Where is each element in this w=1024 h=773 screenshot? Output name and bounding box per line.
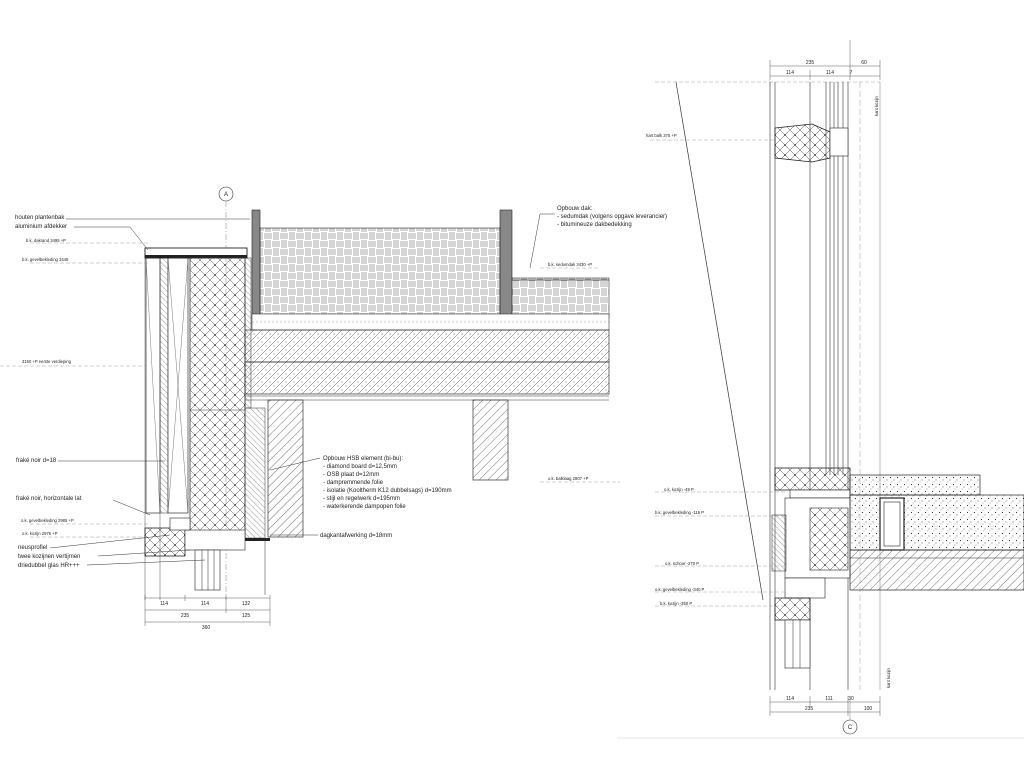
bubble-a-label: A	[224, 192, 228, 198]
label-frake-noir-lat: fraké noir, horizontale lat	[16, 496, 82, 502]
hsb-note-line: Opbouw HSB element (bi-bu):	[323, 456, 403, 462]
hsb-note-line: - dampremmende folie	[323, 480, 384, 486]
label-dagkant: dagkantafwerking d=18mm	[320, 533, 392, 539]
dim-top-235: 235	[806, 60, 815, 66]
left-detail: A	[0, 186, 667, 631]
label-glas: driedubbel glas HR+++	[18, 563, 80, 569]
dim-360: 360	[202, 625, 211, 631]
label-gevelbekleding-top: b.k. gevelbekleding 3445	[22, 257, 69, 262]
roof-note-line: - sedumdak (volgens opgave leverancier)	[557, 214, 667, 220]
dim-bottom-111: 111	[825, 696, 833, 702]
bubble-c-label: C	[848, 725, 853, 731]
hsb-note: Opbouw HSB element (bi-bu): - diamond bo…	[269, 456, 452, 510]
label-eerste-verdieping: 3150 +P eerste verdieping	[22, 359, 72, 364]
label-dakrand: b.k. dakrand 3495 +P	[26, 238, 66, 243]
label-gevelbekleding-bottom: o.k. gevelbekleding -340 P	[655, 587, 705, 592]
label-aluminium-afdekker: aluminium afdekker	[15, 224, 67, 230]
dim-top-7: 7	[850, 70, 853, 76]
label-kant-kozijn-top: kant kozijn	[874, 96, 879, 116]
roof-note: Opbouw dak: - sedumdak (volgens opgave l…	[557, 206, 667, 228]
hsb-note-line: - stijl en regelwerk d=195mm	[323, 496, 400, 502]
dim-235: 235	[181, 613, 190, 619]
upper-frame-profile	[774, 123, 849, 163]
label-kozijnen: twee kozijnen vertijmen	[18, 554, 80, 560]
label-kozijn: o.k. kozijn 2975 +P	[22, 531, 58, 536]
dim-114-b: 114	[201, 601, 209, 607]
label-houten-plantenbak: houten plantenbak	[15, 215, 65, 221]
label-hart-balk: hart balk 375 +P	[646, 133, 677, 138]
dim-top-114-b: 114	[826, 70, 834, 76]
label-frake-noir: fraké noir d=18	[16, 458, 57, 464]
right-bottom-dimensions	[769, 696, 881, 716]
label-kozijn-bottom: b.k. kozijn -350 P	[660, 601, 692, 606]
hsb-note-line: - waterkerende dampopen folie	[323, 504, 406, 510]
dim-bottom-100: 100	[864, 706, 873, 712]
right-detail: 235 60 114 114 7	[617, 40, 1024, 739]
label-gevelbekleding-bottom: o.k. gevelbekleding 2985 +P	[21, 518, 74, 523]
lower-frame-profile	[771, 467, 851, 669]
roof-build-up	[244, 313, 610, 401]
dim-top-60: 60	[861, 60, 867, 66]
sloped-edge	[675, 81, 764, 601]
dim-bottom-30: 30	[848, 696, 854, 702]
dim-top-114-a: 114	[786, 70, 794, 76]
hsb-note-line: - isolatie (Kooltherm K12 dubbelsags) d=…	[323, 488, 452, 494]
beam-2	[472, 399, 509, 481]
dim-125: 125	[242, 613, 251, 619]
roof-note-line: - bitumineuze dakbedekking	[557, 222, 632, 228]
aluminium-cap	[145, 255, 247, 258]
window-frame	[144, 517, 270, 595]
dim-114-a: 114	[160, 601, 168, 607]
label-schoor: o.k. schoor -270 P	[665, 561, 699, 566]
dim-bottom-235: 235	[805, 706, 814, 712]
beam-1	[267, 399, 304, 538]
label-neusprofiel: neusprofiel	[18, 545, 47, 551]
label-balklaag: o.k. balklaag 2807 +P	[548, 476, 589, 481]
label-sedumdak-level: b.k. sedumdak 3430 +P	[548, 262, 592, 267]
dim-132: 132	[242, 601, 251, 607]
left-dimensions	[144, 595, 271, 626]
label-kant-kozijn-bottom: kant kozijn	[886, 668, 891, 688]
hsb-note-line: - OSB plaat d=12mm	[323, 472, 379, 478]
label-gevelbekleding-top: b.k. gevelbekleding -115 P	[655, 510, 704, 515]
label-kozijn: o.k. kozijn -49 P	[664, 487, 694, 492]
hsb-insulation	[189, 257, 246, 539]
section-bubble-c: C	[842, 700, 858, 735]
right-top-dimensions	[769, 40, 881, 80]
hsb-note-line: - diamond board d=12,5mm	[323, 464, 397, 470]
dim-bottom-114: 114	[786, 696, 794, 702]
roof-note-line: Opbouw dak:	[557, 206, 593, 212]
facade-cladding	[145, 257, 189, 514]
roof-planter	[251, 209, 610, 331]
floor-slab	[849, 474, 1024, 591]
